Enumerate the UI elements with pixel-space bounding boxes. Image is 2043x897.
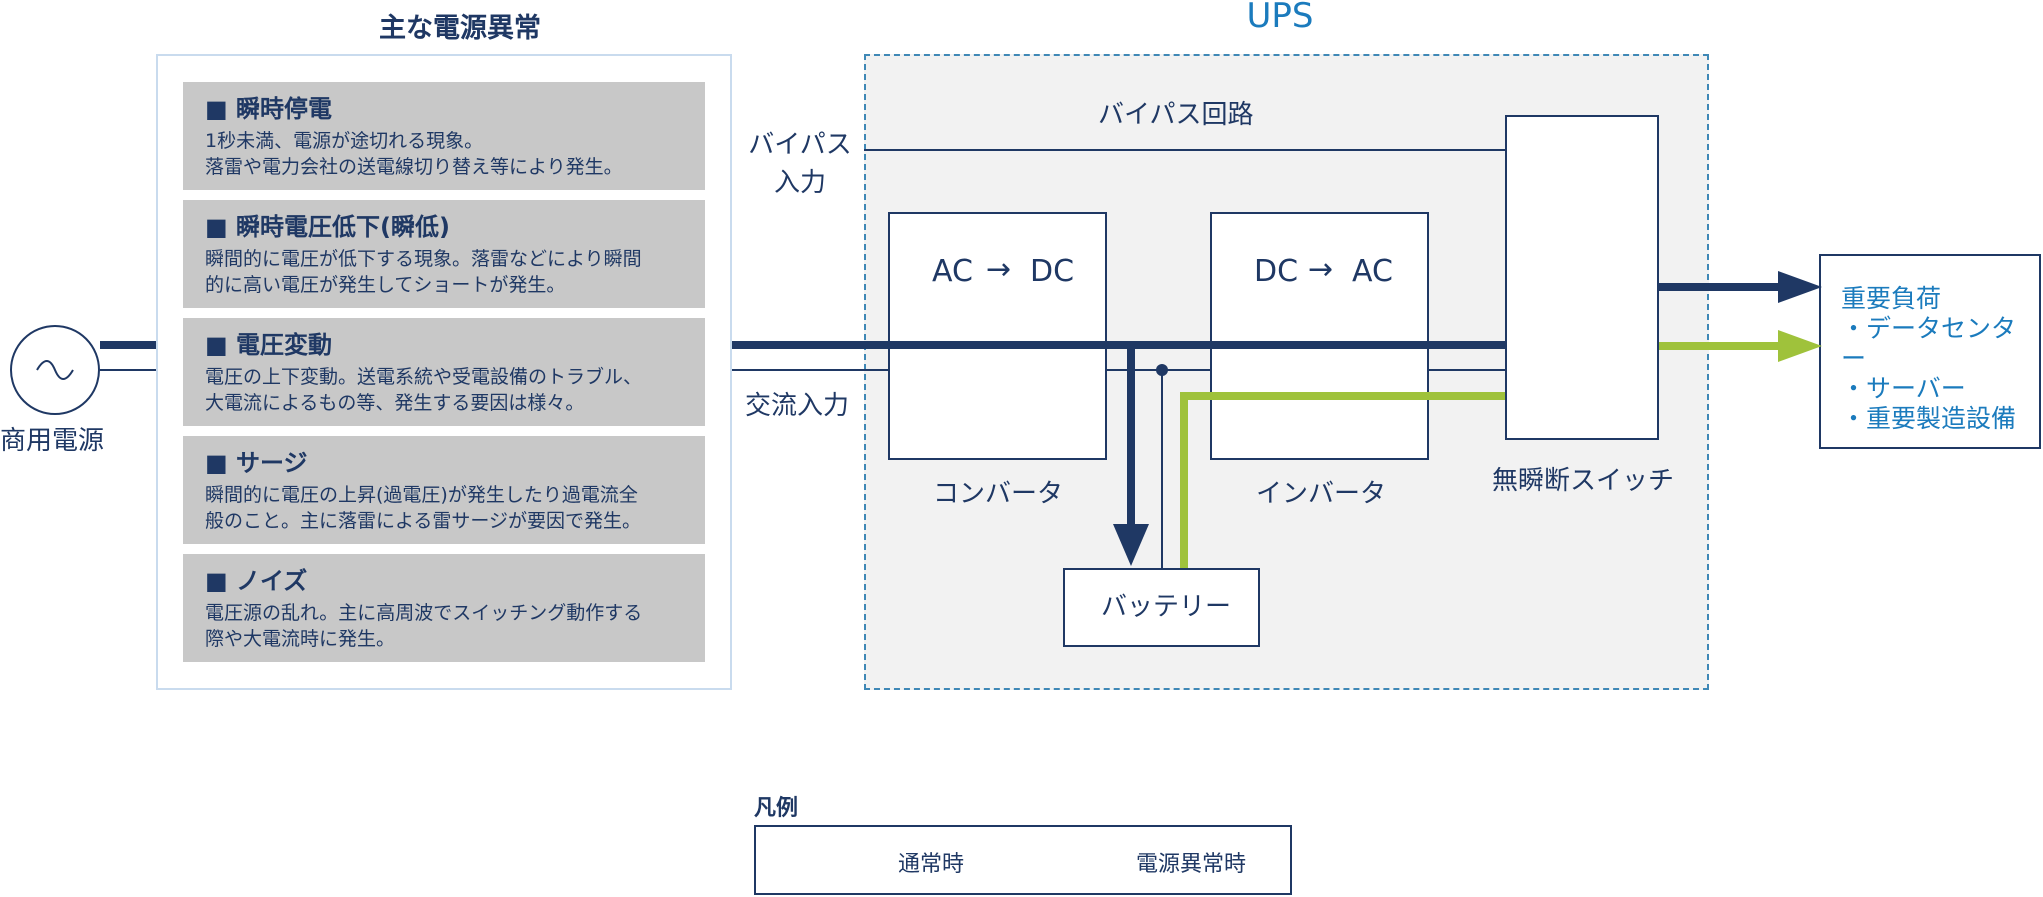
- legend-title: 凡例: [754, 796, 799, 821]
- converter-label: コンバータ: [933, 479, 1064, 509]
- card-desc: 電圧の上下変動。送電系統や受電設備のトラブル、 大電流によるもの等、発生する要因…: [205, 366, 643, 414]
- sine-wave-icon: [36, 360, 74, 380]
- card-title: ■ 電圧変動: [205, 331, 333, 359]
- card-title: ■ 瞬時停電: [205, 95, 333, 123]
- abnormal-path-battery: [1180, 392, 1505, 568]
- inverter-label: インバータ: [1256, 479, 1387, 509]
- battery-charge-arrowhead: [1113, 524, 1149, 566]
- bypass-input-label: バイパス 入力: [748, 130, 852, 198]
- card-title: ■ ノイズ: [205, 567, 308, 595]
- card-desc: 電圧源の乱れ。主に高周波でスイッチング動作する 際や大電流時に発生。: [205, 602, 643, 650]
- normal-out-arrowhead: [1778, 271, 1822, 303]
- legend-abnormal-label: 電源異常時: [1136, 852, 1247, 877]
- card-desc: 1秒未満、電源が途切れる現象。 落雷や電力会社の送電線切り替え等により発生。: [205, 130, 623, 178]
- card-surge: ■ サージ 瞬間的に電圧の上昇(過電圧)が発生したり過電流全 般のこと。主に落雷…: [183, 436, 705, 544]
- arrow-right-icon: →: [1308, 252, 1334, 287]
- ac-input-label: 交流入力: [745, 391, 850, 421]
- static-switch-box: [1505, 115, 1659, 440]
- card-noise: ■ ノイズ 電圧源の乱れ。主に高周波でスイッチング動作する 際や大電流時に発生。: [183, 554, 705, 662]
- abnormal-out-arrowhead: [1778, 330, 1822, 362]
- junction-dot: [1156, 364, 1168, 376]
- card-title: ■ サージ: [205, 449, 308, 477]
- legend-normal-label: 通常時: [898, 852, 965, 877]
- card-desc: 瞬間的に電圧の上昇(過電圧)が発生したり過電流全 般のこと。主に落雷による雷サー…: [205, 484, 642, 532]
- bypass-circuit-label: バイパス回路: [1098, 100, 1254, 130]
- critical-load-text: 重要負荷 ・データセンター ・サーバー ・重要製造設備: [1841, 284, 2017, 433]
- inverter-text-right: AC: [1352, 254, 1393, 289]
- source-label: 商用電源: [0, 426, 105, 456]
- critical-load-box: 重要負荷 ・データセンター ・サーバー ・重要製造設備: [1819, 254, 2041, 449]
- card-title: ■ 瞬時電圧低下(瞬低): [205, 213, 450, 241]
- ups-title: UPS: [1246, 0, 1314, 36]
- arrow-right-icon: →: [986, 252, 1012, 287]
- left-section-title: 主な電源異常: [379, 13, 541, 44]
- switch-label: 無瞬断スイッチ: [1492, 466, 1675, 496]
- converter-box: AC → DC: [888, 212, 1107, 460]
- converter-text-right: DC: [1030, 254, 1075, 289]
- inverter-text-left: DC: [1254, 254, 1299, 289]
- converter-text-left: AC: [932, 254, 973, 289]
- card-voltage-fluctuation: ■ 電圧変動 電圧の上下変動。送電系統や受電設備のトラブル、 大電流によるもの等…: [183, 318, 705, 426]
- card-instant-outage: ■ 瞬時停電 1秒未満、電源が途切れる現象。 落雷や電力会社の送電線切り替え等に…: [183, 82, 705, 190]
- battery-label: バッテリー: [1101, 592, 1232, 622]
- battery-box: バッテリー: [1063, 568, 1260, 647]
- card-desc: 瞬間的に電圧が低下する現象。落雷などにより瞬間 的に高い電圧が発生してショートが…: [205, 248, 642, 296]
- card-voltage-sag: ■ 瞬時電圧低下(瞬低) 瞬間的に電圧が低下する現象。落雷などにより瞬間 的に高…: [183, 200, 705, 308]
- inverter-box: DC → AC: [1210, 212, 1429, 460]
- legend-box: [754, 825, 1292, 895]
